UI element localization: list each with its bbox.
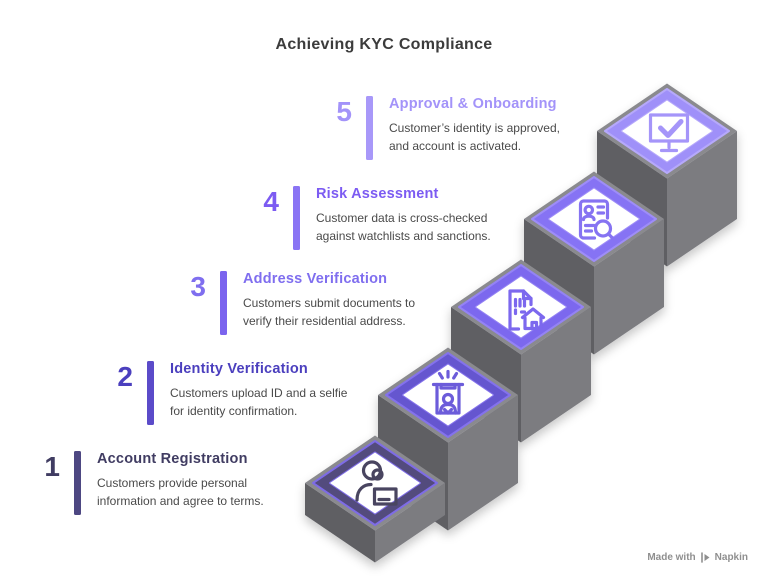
stair-step-3 [451, 259, 591, 443]
step-block-2: 2 Identity Verification Customers upload… [99, 359, 402, 425]
document-house-icon [508, 289, 546, 331]
stair-step-5 [597, 83, 737, 267]
step-block-1: 1 Account Registration Customers provide… [26, 449, 329, 515]
slab-right-face [667, 131, 737, 267]
watermark-prefix: Made with [647, 552, 696, 563]
step-title: Risk Assessment [316, 186, 439, 202]
step-accent-bar [366, 96, 373, 160]
step-description: Customers upload ID and a selfie for ide… [170, 386, 348, 418]
step-description: Customers submit documents to verify the… [243, 296, 416, 328]
step-title: Approval & Onboarding [389, 96, 557, 112]
slab-right-face [375, 483, 445, 563]
napkin-watermark[interactable]: Made with Napkin [647, 552, 748, 563]
watermark-brand: Napkin [714, 552, 748, 563]
step-description: Customers provide personal information a… [97, 476, 264, 508]
step-accent-bar [74, 451, 81, 515]
stair-step-1 [305, 435, 445, 563]
step-block-4: 4 Risk Assessment Customer data is cross… [245, 184, 548, 250]
step-description: Customer data is cross-checked against w… [316, 211, 491, 243]
step-number: 2 [117, 361, 133, 392]
step-number: 3 [190, 271, 206, 302]
step-title: Account Registration [97, 451, 248, 467]
person-id-card-icon [355, 460, 398, 506]
napkin-logo-icon [700, 552, 710, 563]
slab-right-face [594, 219, 664, 355]
step-block-3: 3 Address Verification Customers submit … [172, 269, 475, 335]
step-block-5: 5 Approval & Onboarding Customer’s ident… [318, 94, 621, 160]
id-magnifier-icon [578, 199, 618, 244]
step-accent-bar [147, 361, 154, 425]
slab-right-face [521, 307, 591, 443]
step-accent-bar [293, 186, 300, 250]
staircase-steps [305, 83, 737, 563]
page-title: Achieving KYC Compliance [275, 36, 493, 53]
selfie-frame-icon [431, 369, 465, 415]
step-number: 4 [263, 186, 279, 217]
step-number: 5 [336, 96, 352, 127]
slab-right-face [448, 395, 518, 531]
step-description: Customer’s identity is approved, and acc… [389, 121, 560, 153]
monitor-check-icon [648, 113, 690, 153]
step-number: 1 [44, 451, 60, 482]
step-title: Identity Verification [170, 361, 308, 377]
step-title: Address Verification [243, 271, 388, 287]
step-accent-bar [220, 271, 227, 335]
slab-left-face [305, 483, 375, 563]
